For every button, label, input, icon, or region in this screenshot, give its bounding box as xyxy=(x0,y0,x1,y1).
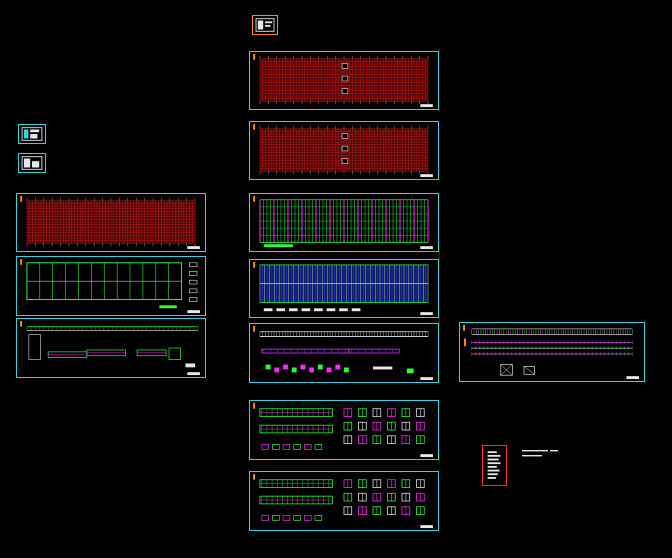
column-layout-drawing xyxy=(253,195,433,250)
foundation-plan-1 xyxy=(249,51,439,110)
roof-bracing-plan xyxy=(249,259,439,318)
left-sections-drawing xyxy=(20,320,200,376)
detail-sheet-1-drawing xyxy=(253,402,433,458)
foundation-plan-2-drawing xyxy=(253,123,433,178)
foundation-plan-2 xyxy=(249,121,439,180)
index-icon-b xyxy=(18,153,46,173)
index-drawing-b xyxy=(21,156,43,170)
notes-scribble xyxy=(522,450,558,457)
detail-sheet-2 xyxy=(249,471,439,531)
left-red-grid xyxy=(16,193,206,252)
seal-drawing xyxy=(487,451,501,479)
title-block-drawing xyxy=(255,18,275,32)
seal-stamp xyxy=(482,445,507,486)
left-sections xyxy=(16,318,206,378)
left-red-grid-drawing xyxy=(20,195,200,250)
foundation-plan-1-drawing xyxy=(253,53,433,108)
elevation-sheet xyxy=(249,323,439,383)
left-green-frame-drawing xyxy=(20,258,200,314)
detail-sheet-2-drawing xyxy=(253,473,433,529)
index-drawing-a xyxy=(21,127,43,141)
side-elevation xyxy=(459,322,645,382)
elevation-drawing xyxy=(253,325,433,381)
side-elevation-drawing xyxy=(463,324,639,380)
column-layout xyxy=(249,193,439,252)
index-icon-a xyxy=(18,124,46,144)
left-green-frame xyxy=(16,256,206,316)
detail-sheet-1 xyxy=(249,400,439,460)
roof-bracing-drawing xyxy=(253,261,433,316)
title-block-top-icon xyxy=(252,15,278,35)
